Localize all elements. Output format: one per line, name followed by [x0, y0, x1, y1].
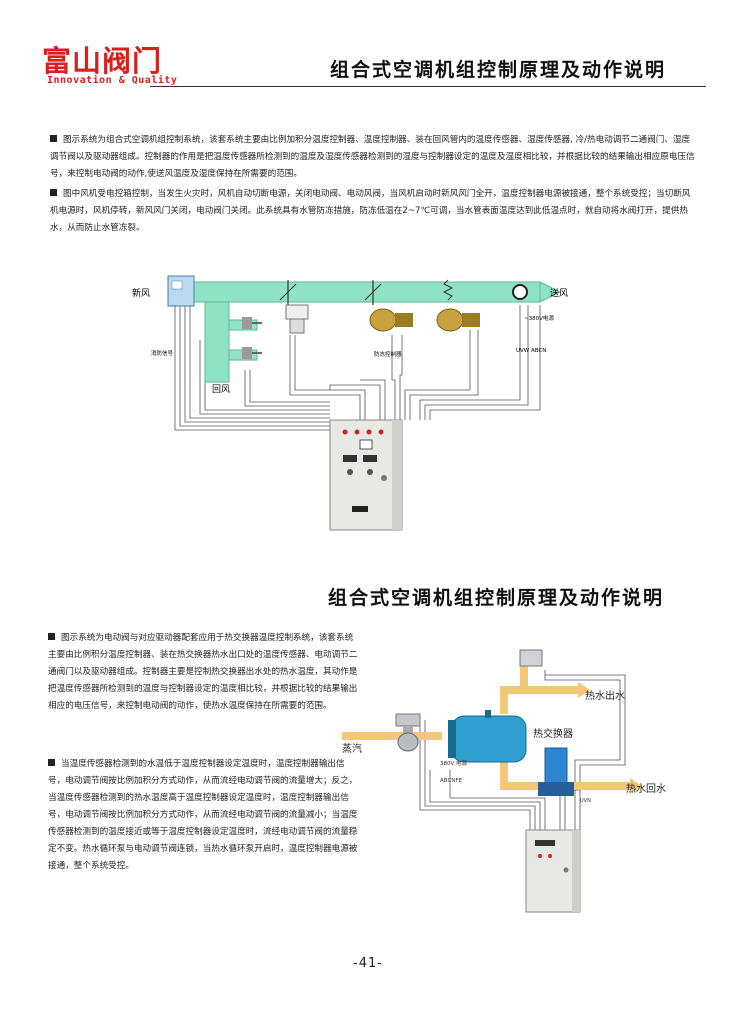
antifreeze-label: 防冻控制器	[374, 350, 402, 358]
fan-icon	[512, 284, 528, 300]
section1-title: 组合式空调机组控制原理及动作说明	[330, 59, 667, 81]
pump-power-label: UVN	[580, 798, 591, 804]
brand-slogan: Innovation & Quality	[47, 75, 178, 86]
return-air-label: 回风	[212, 384, 230, 395]
power-label: ~380V电源	[524, 314, 554, 322]
phase-label-2: ABCNFE	[440, 778, 463, 784]
control-wires-2	[419, 670, 626, 830]
bullet-icon	[50, 135, 57, 142]
humidity-sensor	[242, 347, 262, 359]
heat-exchanger-label: 热交换器	[533, 727, 573, 740]
fresh-air-label: 新风	[132, 287, 150, 299]
hot-water-out-pipe	[500, 686, 578, 694]
air-damper-actuator	[285, 304, 309, 334]
hot-water-return-pipe	[500, 760, 508, 790]
brand-logo-text: 富山阀门	[42, 44, 163, 78]
section1-paragraph-2: 图中风机受电控箱控制，当发生火灾时，风机自动切断电源，关闭电动阀、电动风阀，当风…	[50, 189, 691, 233]
bullet-icon	[50, 189, 57, 196]
ahu-control-diagram: 新风 送风 回风 消防信号 防冻控制器 ~380V电源 UVW ABCN	[132, 275, 568, 531]
hot-water-return-label: 热水回水	[626, 782, 666, 795]
return-duct	[204, 301, 230, 383]
steam-pipe	[342, 732, 442, 740]
flow-arrow-icon	[578, 682, 590, 698]
power-label-2: 380V 电源	[440, 759, 468, 767]
header-divider	[150, 86, 706, 87]
steam-label: 蒸汽	[342, 742, 362, 755]
section2-paragraph-2: 当温度传感器检测到的水温低于温度控制器设定温度时，温度控制器输出信号，电动调节阀…	[48, 759, 358, 871]
flow-arrow-icon	[630, 778, 642, 794]
section1-paragraph-1: 图示系统为组合式空调机组控制系统，该套系统主要由比例加积分温度控制器、温度控制器…	[50, 135, 695, 179]
bullet-icon	[48, 759, 55, 766]
control-cabinet-2	[525, 829, 581, 913]
circulation-pump	[538, 747, 574, 796]
supply-air-arrow	[539, 281, 562, 303]
hot-water-out-label: 热水出水	[585, 689, 625, 702]
heat-exchanger	[448, 710, 527, 763]
page-number: -41-	[353, 956, 383, 971]
supply-air-label: 送风	[550, 287, 568, 299]
steam-control-valve	[395, 713, 421, 752]
hot-water-valve	[436, 308, 480, 332]
temperature-sensor	[242, 317, 262, 329]
control-cabinet	[329, 419, 403, 531]
humidifier	[442, 279, 454, 301]
temperature-sensor-2	[519, 649, 543, 667]
fire-signal-label: 消防信号	[151, 349, 174, 357]
cold-water-valve	[369, 308, 413, 332]
section2-title: 组合式空调机组控制原理及动作说明	[328, 587, 665, 609]
section2-paragraph-1: 图示系统为电动阀与对应驱动器配套应用于热交换器温度控制系统，该套系统主要由比例积…	[48, 633, 358, 711]
bullet-icon	[48, 633, 55, 640]
phase-label: UVW ABCN	[516, 348, 546, 354]
